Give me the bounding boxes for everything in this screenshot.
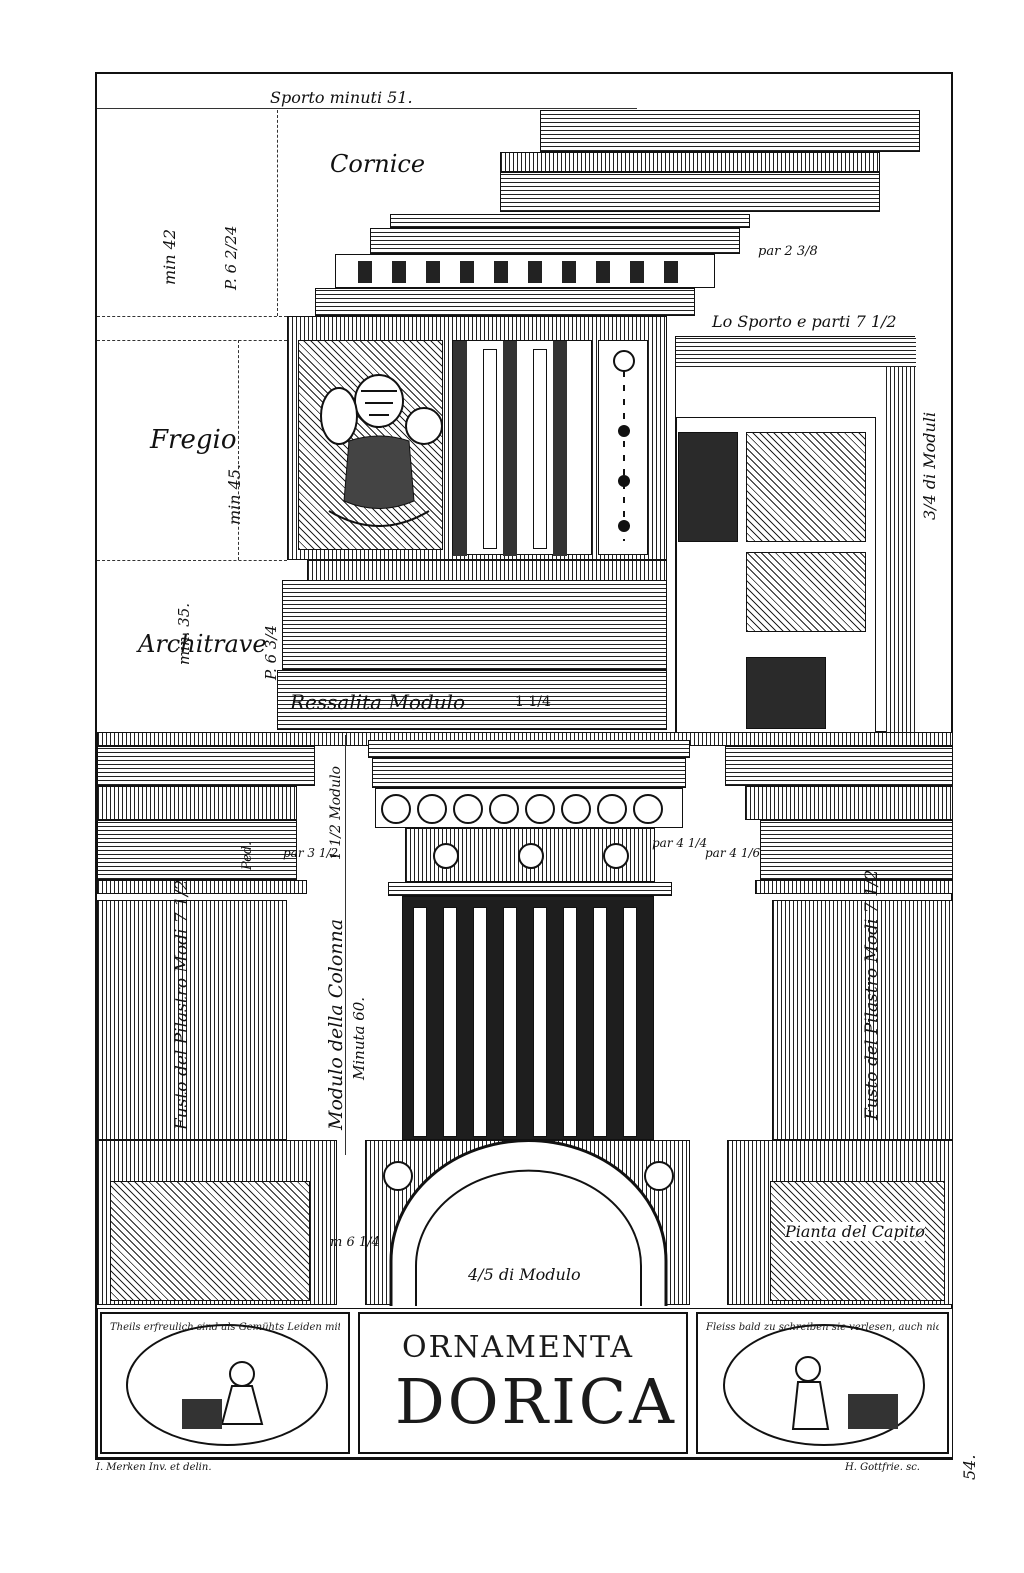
modulo-small-label: 1 1/2 Modulo <box>328 766 344 860</box>
column-abacus <box>372 758 686 788</box>
pianta-label: Pianta del Capitø <box>785 1222 925 1241</box>
ped-label: Ped. <box>240 841 255 870</box>
right-pilaster-abacus <box>725 746 953 786</box>
taenia <box>307 560 667 582</box>
right-pilaster-astragal <box>755 880 953 894</box>
architrave-label: Architrave <box>138 630 267 658</box>
doorway-frame <box>675 336 916 733</box>
left-lower-panel <box>97 1140 337 1305</box>
cornice-cyma <box>390 214 750 228</box>
right-pilaster-shaft <box>772 900 953 1140</box>
cornice-bed-moulding <box>315 288 695 316</box>
credit-engraver: H. Gottfrie. sc. <box>845 1462 920 1473</box>
egg-and-dart-icon <box>381 794 663 824</box>
min35-label: min. 35. <box>175 602 193 665</box>
left-pilaster-abacus <box>97 746 315 786</box>
architrave-lower-fascia <box>277 670 667 730</box>
frieze-architrave-divider <box>97 560 287 561</box>
right-pilaster-echinus <box>745 786 953 820</box>
m-6-1-4-label: m 6 1/4 <box>330 1235 380 1250</box>
figure-icon <box>723 1324 925 1446</box>
right-motto: Fleiss bald zu schreiben sie verlesen, a… <box>706 1322 939 1333</box>
cornice-frieze-divider <box>97 316 287 317</box>
right-pilaster-necking <box>760 820 953 880</box>
column-necking-rosettes <box>405 828 655 882</box>
ressalita-value: 1 1/4 <box>515 694 551 710</box>
column-height-line <box>345 735 346 1155</box>
left-pilaster-necking <box>97 820 297 880</box>
par-4-1-4-label: par 4 1/4 <box>652 836 708 850</box>
arch-icon <box>383 1139 674 1306</box>
column-abacus-top <box>368 740 690 758</box>
modulo-colonna-label: Modulo della Colonna <box>325 918 347 1130</box>
right-emblem-cartouche <box>696 1312 949 1454</box>
min42-label: min 42 <box>160 228 179 285</box>
left-pilaster-shaft <box>97 900 287 1140</box>
cornice-fascia <box>370 228 740 254</box>
center-arch-panel <box>365 1139 690 1306</box>
frieze-height-line <box>238 340 239 560</box>
page-number: 54. <box>960 1454 979 1480</box>
cornice-upper-moulding <box>540 110 920 152</box>
garland-ornament <box>598 340 648 555</box>
sporto-line <box>97 108 637 109</box>
lo-sporto-label: Lo Sporto e parti 7 1/2 <box>712 312 897 331</box>
fluted-column-shaft <box>402 896 654 1140</box>
min45-label: min 45. <box>225 463 244 525</box>
left-pilaster-astragal <box>97 880 307 894</box>
rosette-icon <box>433 843 629 869</box>
title-ornamenta: ORNAMENTA <box>402 1330 634 1365</box>
cornice-label: Cornice <box>330 150 426 178</box>
quattro-quinti-label: 4/5 di Modulo <box>468 1265 581 1284</box>
cornice-corona <box>500 172 880 212</box>
minuta-label: Minuta 60. <box>350 996 368 1080</box>
cornice-height-line <box>277 110 278 316</box>
garland-icon <box>613 350 635 541</box>
column-echinus-egg-dart <box>375 788 683 828</box>
left-emblem-cartouche <box>100 1312 350 1454</box>
par-3-1-2-label: par 3 1/2 <box>283 846 339 860</box>
armor-trophy-icon <box>320 374 443 527</box>
di-moduli-label: 3/4 di Moduli <box>920 411 939 520</box>
title-dorica: DORICA <box>395 1365 677 1438</box>
fusto-left-label: Fusto del Pilastro Modi 7 1/2 <box>172 879 192 1130</box>
mutule-band <box>335 254 715 288</box>
frieze-top-line <box>97 340 287 341</box>
ressalita-label: Ressalita Modulo <box>290 690 466 714</box>
triglyph <box>452 340 592 556</box>
title-cartouche <box>358 1312 688 1454</box>
credit-inventor: I. Merken Inv. et delin. <box>96 1462 212 1473</box>
metope-trophy-relief <box>298 340 443 550</box>
fusto-right-label: Fusto del Pilastro Modi 7 1/2 <box>862 869 882 1120</box>
par-2-3-8-label: par 2 3/8 <box>758 244 818 259</box>
par-4-1-6-label: par 4 1/6 <box>705 846 761 860</box>
column-astragal <box>388 882 672 896</box>
cherub-icon <box>126 1324 328 1446</box>
cornice-dentil-band <box>500 152 880 172</box>
fregio-label: Fregio <box>150 425 237 455</box>
left-pilaster-echinus <box>97 786 297 820</box>
p6-2-24-label: P. 6 2/24 <box>222 225 240 290</box>
left-motto: Theils erfreulich sind als Gemühts Leide… <box>110 1322 340 1333</box>
architrave-fascia <box>282 580 667 670</box>
p6-3-4-label: P. 6 3/4 <box>262 624 280 680</box>
sporto-label: Sporto minuti 51. <box>270 88 413 107</box>
